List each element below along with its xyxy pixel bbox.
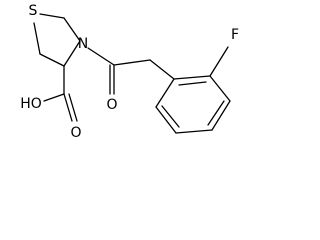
hydroxyl-label: HO bbox=[20, 96, 42, 112]
bond-ring-inner-c bbox=[161, 105, 180, 128]
bond-ring-3 bbox=[211, 100, 231, 131]
amide-oxygen-label: O bbox=[106, 97, 117, 113]
bond-s-c2 bbox=[39, 13, 65, 19]
bond-carbonyl-ch2 bbox=[113, 59, 151, 66]
bond-carboxyl-o-double-2 bbox=[68, 93, 78, 122]
bond-ring-5 bbox=[155, 106, 177, 134]
bond-ring-inner-b bbox=[207, 100, 225, 126]
bond-ch2-ring bbox=[149, 59, 175, 80]
bond-ring-inner-a bbox=[178, 81, 207, 86]
bond-c2-n bbox=[63, 17, 81, 42]
sulfur-atom-label: S bbox=[29, 3, 38, 19]
bond-ring-1 bbox=[173, 75, 211, 80]
bond-carboxyl-oh bbox=[43, 93, 65, 102]
acyl-chain bbox=[87, 47, 175, 95]
bond-n-carbonyl bbox=[87, 47, 115, 66]
bond-ring-6 bbox=[155, 78, 175, 108]
bond-c4-c5 bbox=[39, 53, 65, 67]
bond-n-c4 bbox=[63, 40, 81, 67]
fluorophenyl-ring bbox=[155, 46, 231, 134]
structure-diagram: S N F HO O O bbox=[20, 3, 239, 141]
acid-oxygen-label: O bbox=[70, 125, 81, 141]
nitrogen-atom-label: N bbox=[78, 36, 88, 52]
fluorine-atom-label: F bbox=[231, 27, 239, 43]
carboxylic-acid-group bbox=[43, 65, 78, 122]
bond-ring-4 bbox=[175, 129, 213, 134]
bond-c5-s bbox=[33, 22, 41, 55]
bond-carboxyl-o-double-1 bbox=[63, 93, 73, 122]
bond-ring-f bbox=[209, 46, 229, 77]
bond-ring-2 bbox=[209, 75, 231, 102]
thiazolidine-ring bbox=[33, 13, 81, 67]
